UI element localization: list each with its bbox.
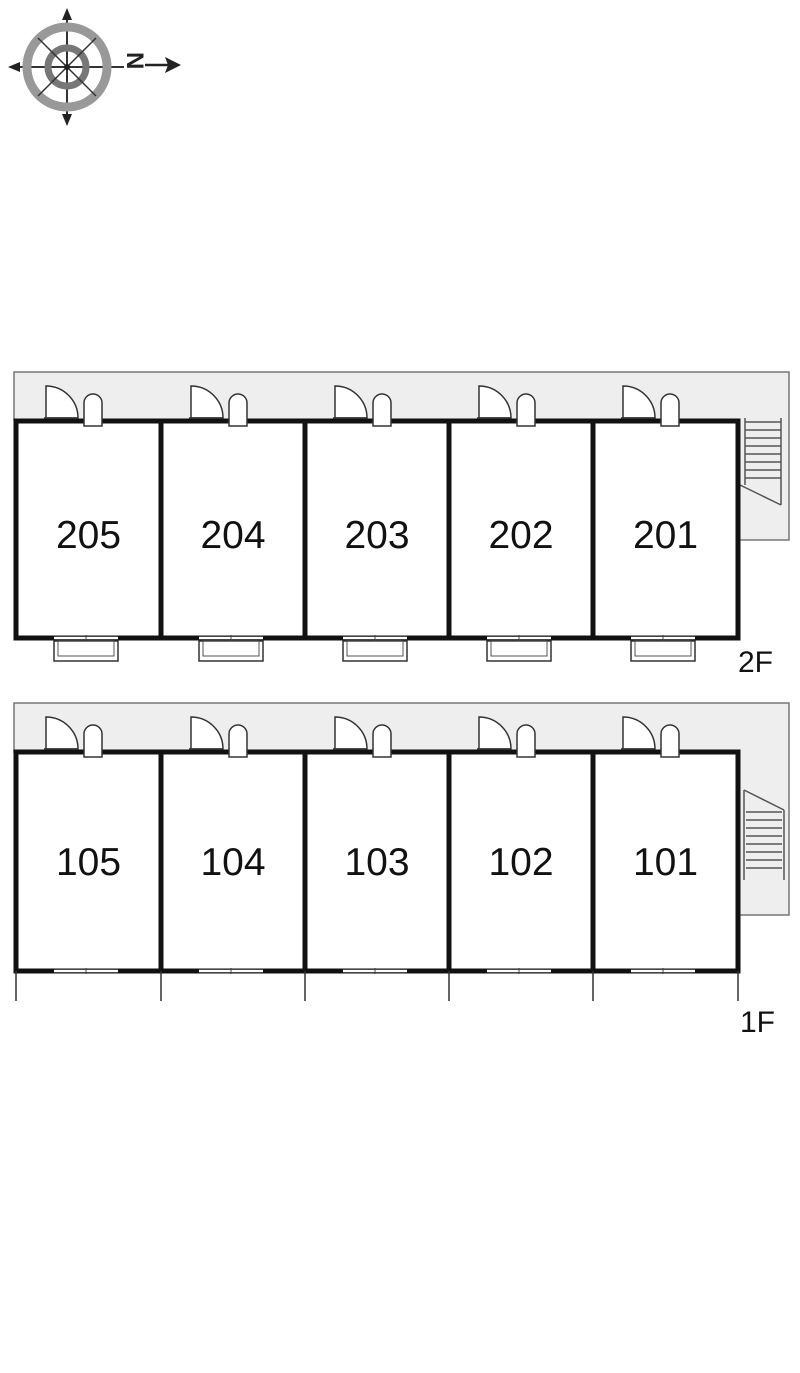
- door-icon: [44, 716, 79, 750]
- window-icon: [199, 968, 263, 974]
- unit-room-203: [302, 418, 452, 641]
- door-icon: [333, 385, 368, 419]
- meter-box-icon: [660, 724, 680, 758]
- compass-rose-icon: [8, 8, 124, 126]
- unit-room-104: [158, 749, 308, 974]
- window-icon: [343, 968, 407, 974]
- stairs-1f: [743, 789, 785, 880]
- window-icon: [199, 635, 263, 641]
- unit-205: 205: [13, 385, 164, 662]
- unit-201: 201: [590, 385, 741, 662]
- window-icon: [54, 968, 118, 974]
- meter-box-icon: [228, 393, 248, 427]
- door-icon: [621, 385, 656, 419]
- meter-box-icon: [516, 393, 536, 427]
- window-icon: [487, 968, 551, 974]
- balcony: [630, 640, 696, 662]
- balcony: [198, 640, 264, 662]
- unit-102: 102: [446, 716, 596, 1001]
- balcony: [342, 640, 408, 662]
- window-icon: [54, 635, 118, 641]
- unit-number-label: 102: [488, 841, 553, 884]
- meter-box-icon: [228, 724, 248, 758]
- door-icon: [477, 385, 512, 419]
- unit-101: 101: [590, 716, 741, 1001]
- unit-number-label: 203: [344, 514, 409, 557]
- meter-box-icon: [660, 393, 680, 427]
- window-icon: [631, 635, 695, 641]
- window-icon: [631, 968, 695, 974]
- unit-202: 202: [446, 385, 596, 662]
- door-icon: [621, 716, 656, 750]
- stairs-2f: [739, 418, 782, 506]
- units-2f: 205 204 203 202 201: [13, 385, 741, 662]
- unit-104: 104: [158, 716, 308, 1001]
- meter-box-icon: [516, 724, 536, 758]
- floor-label-2f: 2F: [738, 646, 773, 679]
- floor-1f: 105 104 103 102 101 1F: [13, 702, 790, 1039]
- unit-room-201: [590, 418, 741, 641]
- balcony: [53, 640, 119, 662]
- unit-number-label: 202: [488, 514, 553, 557]
- units-1f: 105 104 103 102 101: [13, 716, 741, 1001]
- meter-box-icon: [83, 393, 103, 427]
- unit-203: 203: [302, 385, 452, 662]
- unit-number-label: 103: [344, 841, 409, 884]
- door-icon: [189, 385, 224, 419]
- meter-box-icon: [372, 393, 392, 427]
- meter-box-icon: [372, 724, 392, 758]
- balcony: [486, 640, 552, 662]
- compass-north-letter: N: [121, 52, 148, 69]
- north-arrow-icon: N: [121, 52, 181, 73]
- door-icon: [477, 716, 512, 750]
- door-icon: [189, 716, 224, 750]
- unit-105: 105: [13, 716, 164, 1001]
- window-icon: [487, 635, 551, 641]
- unit-103: 103: [302, 716, 452, 1001]
- unit-number-label: 205: [56, 514, 121, 557]
- unit-number-label: 204: [200, 514, 265, 557]
- unit-number-label: 104: [200, 841, 265, 884]
- door-icon: [44, 385, 79, 419]
- door-icon: [333, 716, 368, 750]
- unit-204: 204: [158, 385, 308, 662]
- unit-room-101: [590, 749, 741, 974]
- floor-2f: 205 204 203 202 201 2F: [13, 371, 790, 679]
- unit-number-label: 201: [633, 514, 698, 557]
- unit-number-label: 101: [633, 841, 698, 884]
- unit-number-label: 105: [56, 841, 121, 884]
- floor-label-1f: 1F: [740, 1006, 775, 1039]
- window-icon: [343, 635, 407, 641]
- meter-box-icon: [83, 724, 103, 758]
